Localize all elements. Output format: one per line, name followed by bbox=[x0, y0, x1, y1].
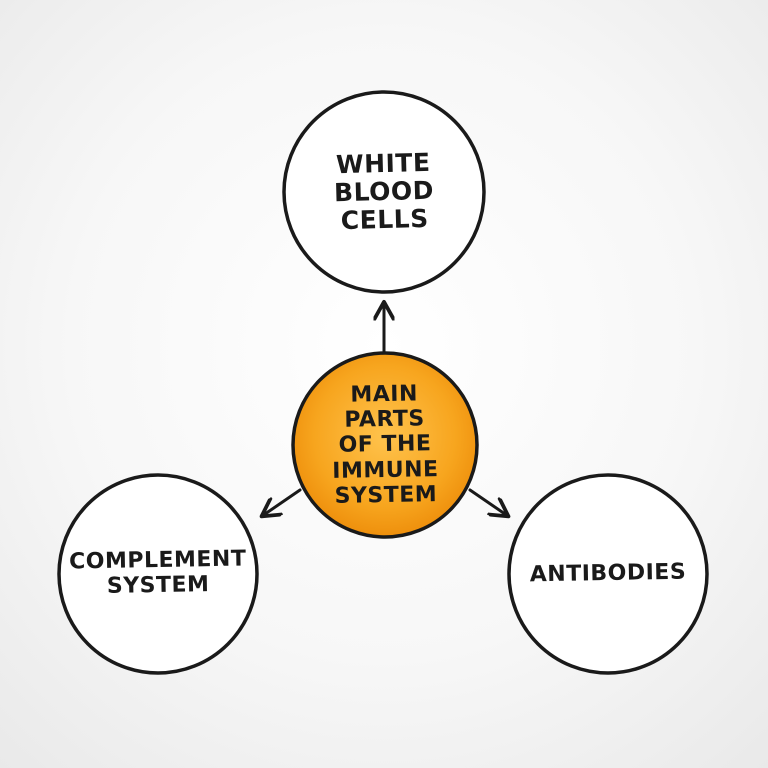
right-node-circle bbox=[507, 473, 709, 675]
top-node-line: CELLS bbox=[340, 203, 429, 236]
left-node-label: COMPLEMENT SYSTEM bbox=[56, 472, 259, 675]
right-node-line: ANTIBODIES bbox=[529, 559, 687, 588]
top-node-circle bbox=[282, 90, 486, 294]
arrow-to-left bbox=[265, 488, 302, 514]
arrow-to-right bbox=[468, 488, 505, 514]
center-node-line: SYSTEM bbox=[334, 482, 438, 509]
right-node-label: ANTIBODIES bbox=[506, 472, 709, 675]
left-node-circle bbox=[57, 473, 259, 675]
top-node-line: BLOOD bbox=[333, 175, 435, 208]
top-node-line: WHITE bbox=[335, 147, 431, 180]
center-node-line: PARTS bbox=[344, 406, 425, 433]
center-node-line: MAIN bbox=[350, 381, 419, 408]
center-node-line: IMMUNE bbox=[332, 456, 439, 484]
left-node-line: COMPLEMENT bbox=[68, 546, 247, 575]
left-node-line: SYSTEM bbox=[106, 572, 210, 599]
center-node-line: OF THE bbox=[338, 431, 432, 459]
center-node-label: MAIN PARTS OF THE IMMUNE SYSTEM bbox=[290, 353, 479, 536]
top-node-label: WHITE BLOOD CELLS bbox=[281, 89, 486, 294]
